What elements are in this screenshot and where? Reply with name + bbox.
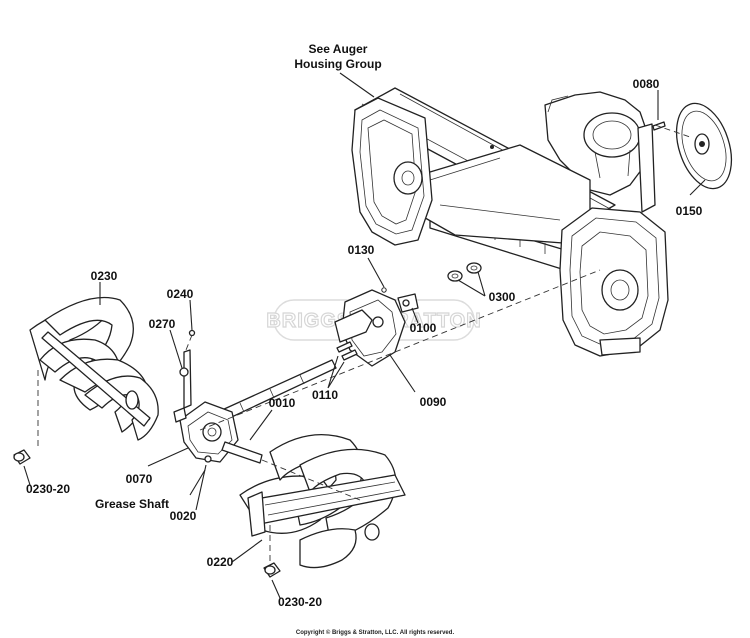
callout-0220: 0220 (207, 555, 234, 569)
callout-0020: 0020 (170, 509, 197, 523)
callout-0230: 0230 (91, 269, 118, 283)
callout-0100: 0100 (410, 321, 437, 335)
see-auger-label-line2: Housing Group (294, 57, 381, 71)
leader-lines (23, 72, 706, 599)
callout-labels: See Auger Housing Group 0080 0150 0130 0… (26, 42, 703, 609)
right-auger-0220 (239, 434, 406, 569)
see-auger-label-line1: See Auger (309, 42, 368, 56)
gearbox-0070 (179, 401, 263, 464)
auger-housing (351, 87, 669, 357)
bolt-0230-20-top (13, 449, 31, 465)
bolts-0110 (336, 341, 358, 361)
callout-0300: 0300 (489, 290, 516, 304)
callout-0270: 0270 (149, 317, 176, 331)
assembly-lines (37, 124, 691, 562)
callout-0240: 0240 (167, 287, 194, 301)
left-auger-0230 (29, 296, 159, 441)
callout-0130: 0130 (348, 243, 375, 257)
callout-0010: 0010 (269, 396, 296, 410)
callout-0230-20-bottom: 0230-20 (278, 595, 322, 609)
callout-0080: 0080 (633, 77, 660, 91)
screw-0130 (381, 287, 387, 293)
shear-bracket-0090 (334, 289, 406, 367)
callout-0090: 0090 (420, 395, 447, 409)
pin-0100 (397, 293, 419, 313)
callout-0150: 0150 (676, 204, 703, 218)
callout-grease-shaft: Grease Shaft (95, 497, 169, 511)
callout-0110: 0110 (312, 388, 338, 402)
vent-tube-0240-0270 (173, 329, 196, 423)
washers-0300 (447, 262, 482, 282)
copyright-text: Copyright © Briggs & Stratton, LLC. All … (296, 629, 455, 636)
bolt-0230-20-bottom (263, 562, 281, 578)
callout-0070: 0070 (126, 472, 153, 486)
pulley-0150 (675, 102, 733, 190)
callout-0230-20-top: 0230-20 (26, 482, 70, 496)
